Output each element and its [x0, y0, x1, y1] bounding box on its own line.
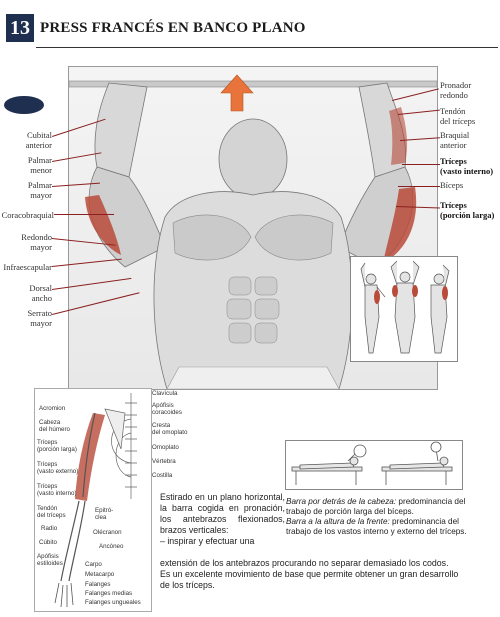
bench-figures-drawing	[291, 441, 453, 485]
caption-part2-italic: Barra a la altura de la frente:	[286, 517, 390, 526]
anat-epitroclea: Epitró- clea	[95, 507, 114, 521]
anat-radio: Radio	[41, 525, 58, 532]
label-palmar-menor: Palmar menor	[27, 155, 52, 175]
main-illustration	[68, 66, 438, 390]
anat-apofisis-coracoides: Apófisis coracoides	[152, 402, 182, 416]
athlete-head	[218, 118, 288, 200]
exercise-number: 13	[6, 14, 34, 42]
caption-part2: predominancia del trabajo de los vastos …	[286, 517, 467, 536]
anat-cabeza-humero: Cabeza del húmero	[39, 419, 70, 433]
bench-caption: Barra por detrás de la cabeza: predomina…	[286, 497, 470, 537]
label-triceps-porcion-larga: Tríceps (porción larga)	[440, 200, 495, 220]
label-palmar-mayor: Palmar mayor	[27, 180, 52, 200]
anat-tendon-triceps: Tendón del tríceps	[37, 505, 66, 519]
section-marker	[4, 96, 44, 114]
anat-cubito: Cúbito	[39, 539, 57, 546]
page-title: PRESS FRANCÉS EN BANCO PLANO	[40, 20, 306, 36]
anat-carpo: Carpo	[85, 561, 102, 568]
label-triceps-vasto-interno: Tríceps (vasto interno)	[440, 156, 494, 176]
caption-part1-italic: Barra por detrás de la cabeza:	[286, 497, 397, 506]
header-rule	[36, 47, 498, 48]
triceps-left	[85, 195, 121, 255]
anat-falanges-medias: Falanges medias	[85, 590, 133, 597]
anat-vertebra: Vértebra	[152, 458, 176, 465]
anat-triceps-porcion-larga: Tríceps (porción larga)	[37, 439, 77, 453]
anat-falanges: Falanges	[85, 581, 111, 588]
anat-anconeo: Ancóneo	[99, 543, 124, 550]
anat-triceps-vasto-externo: Tríceps (vasto externo)	[37, 461, 79, 475]
anat-omoplato: Omoplato	[152, 444, 179, 451]
label-dorsal-ancho: Dorsal ancho	[29, 283, 52, 303]
anat-triceps-vasto-interno: Tríceps (vasto interno)	[37, 483, 77, 497]
anat-metacarpo: Metacarpo	[85, 571, 115, 578]
description-step: – inspirar y efectuar una	[160, 536, 255, 546]
anat-olecranon: Olécranon	[93, 529, 122, 536]
label-braquial-anterior: Braquial anterior	[440, 130, 470, 150]
label-redondo-mayor: Redondo mayor	[21, 232, 52, 252]
label-cubital-anterior: Cubital anterior	[25, 130, 52, 150]
description-full: extensión de los antebrazos procurando n…	[160, 558, 459, 590]
bench-positions-inset	[285, 440, 463, 490]
caption-part1: predominancia del trabajo de porción lar…	[286, 497, 466, 516]
athlete-drawing	[69, 74, 437, 389]
anat-apofisis-estiloides: Apófisis estiloides	[37, 553, 63, 567]
anat-acromion: Acromion	[39, 405, 66, 412]
arm-anatomy-inset: Acromion Cabeza del húmero Tríceps (porc…	[34, 388, 152, 612]
page-header: 13 PRESS FRANCÉS EN BANCO PLANO	[0, 0, 500, 50]
muscle-views-inset	[350, 256, 458, 362]
label-infraescapular: Infraescapular	[3, 262, 52, 272]
arrow-up-icon	[220, 74, 254, 112]
anat-cresta-omoplato: Cresta del omoplato	[152, 422, 188, 436]
arm-skeleton-drawing	[54, 393, 137, 608]
label-biceps: Bíceps	[440, 180, 464, 190]
anat-costilla: Costilla	[152, 472, 173, 479]
anat-falanges-ungueales: Falanges ungueales	[85, 599, 141, 606]
anat-clavicula: Clavícula	[152, 390, 178, 397]
three-figures-drawing	[360, 260, 450, 354]
description-intro: Estirado en un plano horizontal, la barr…	[160, 492, 285, 535]
barbell	[69, 80, 437, 88]
label-pronador-redondo: Pronador redondo	[440, 80, 472, 100]
description-column: Estirado en un plano horizontal, la barr…	[160, 492, 285, 547]
label-tendon-triceps: Tendón del tríceps	[440, 106, 476, 126]
label-coracobraquial: Coracobraquial	[1, 210, 54, 220]
label-serrato-mayor: Serrato mayor	[27, 308, 52, 328]
